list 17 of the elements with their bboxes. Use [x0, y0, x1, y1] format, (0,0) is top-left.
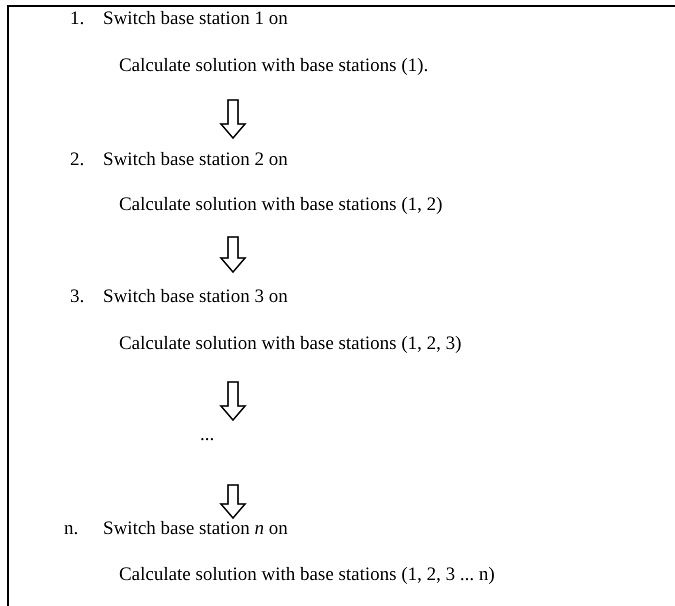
step-number: 1.: [70, 8, 84, 30]
hollow-arrow: [219, 236, 247, 274]
step-number: n.: [64, 518, 78, 540]
step-description: Calculate solution with base stations (1, 2): [119, 194, 442, 216]
step-heading: Switch base station 1 on: [103, 8, 288, 30]
ellipsis-text: ...: [200, 424, 214, 446]
hollow-arrow: [219, 381, 247, 422]
hollow-arrow: [219, 99, 247, 140]
step-number: 2.: [70, 149, 84, 171]
step-description: Calculate solution with base stations (1, 2, 3): [119, 333, 462, 355]
hollow-arrow: [219, 484, 247, 520]
step-heading: Switch base station 2 on: [103, 149, 288, 171]
step-description: Calculate solution with base stations (1, 2, 3 ... n): [119, 564, 495, 586]
step-description: Calculate solution with base stations (1).: [119, 55, 428, 77]
step-heading: Switch base station n on: [103, 518, 288, 540]
step-number: 3.: [70, 286, 84, 308]
step-heading: Switch base station 3 on: [103, 286, 288, 308]
